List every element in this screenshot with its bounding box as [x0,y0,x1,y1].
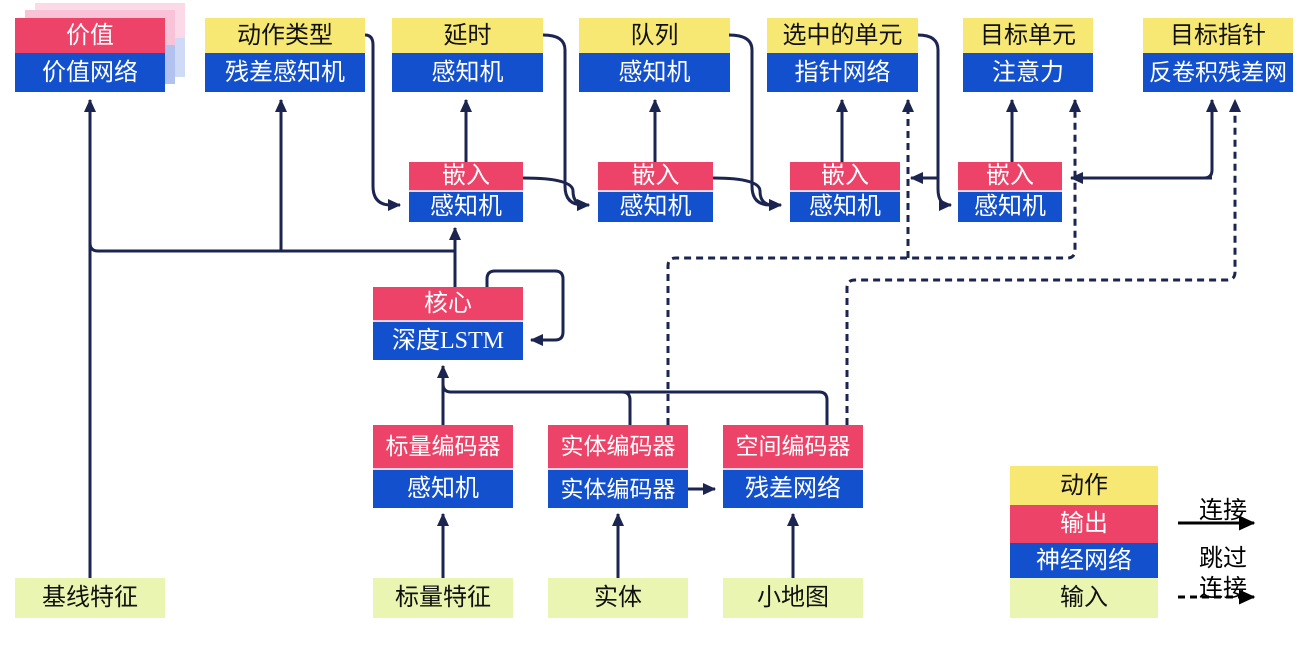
embed-3-label: 嵌入 [790,162,900,192]
scalar-features-label: 标量特征 [373,578,513,618]
legend-solid-arrow-label: 连接 [1199,498,1247,524]
target-unit-label: 目标单元 [963,18,1093,53]
entity-encoder-label: 实体编码器 [548,425,688,470]
embed-4-label: 嵌入 [958,162,1062,192]
node-entity-encoder: 实体编码器 实体编码器 [548,425,688,508]
scalar-encoder-label: 标量编码器 [373,425,513,470]
embed-3-network-label: 感知机 [790,192,900,222]
spatial-encoder-network-label: 残差网络 [723,470,863,508]
legend-dashed-arrow-label-2: 连接 [1199,576,1247,602]
node-entities: 实体 [548,578,688,618]
node-baseline-features: 基线特征 [15,578,165,618]
node-queue: 队列 感知机 [579,18,730,92]
deep-lstm-label: 深度LSTM [373,322,523,360]
embed-4-network-label: 感知机 [958,192,1062,222]
node-scalar-features: 标量特征 [373,578,513,618]
minimap-label: 小地图 [723,578,863,618]
value-output-label: 价值 [15,18,165,53]
spatial-encoder-label: 空间编码器 [723,425,863,470]
value-network-label: 价值网络 [15,53,165,92]
selected-units-label: 选中的单元 [767,18,918,53]
node-scalar-encoder: 标量编码器 感知机 [373,425,513,508]
pointer-network-label: 指针网络 [767,53,918,92]
entities-label: 实体 [548,578,688,618]
delay-label: 延时 [392,18,543,53]
core-label: 核心 [373,287,523,322]
node-spatial-encoder: 空间编码器 残差网络 [723,425,863,508]
embed-2-network-label: 感知机 [598,192,713,222]
node-action-type: 动作类型 残差感知机 [205,18,365,92]
action-type-label: 动作类型 [205,18,365,53]
scalar-encoder-network-label: 感知机 [373,470,513,508]
node-embed-3: 嵌入 感知机 [790,162,900,222]
legend-network: 神经网络 [1010,543,1158,578]
action-type-network-label: 残差感知机 [205,53,365,92]
node-embed-4: 嵌入 感知机 [958,162,1062,222]
embed-2-label: 嵌入 [598,162,713,192]
embed-1-label: 嵌入 [409,162,523,192]
legend-input: 输入 [1010,578,1158,618]
deconv-resnet-label: 反卷积残差网 [1143,53,1293,92]
node-target-point: 目标指针 反卷积残差网 [1143,18,1293,92]
node-embed-2: 嵌入 感知机 [598,162,713,222]
legend-swatches: 动作 输出 神经网络 输入 [1010,466,1158,618]
node-target-unit: 目标单元 注意力 [963,18,1093,92]
entity-encoder-network-label: 实体编码器 [548,470,688,508]
node-core: 核心 深度LSTM [373,287,523,360]
embed-1-network-label: 感知机 [409,192,523,222]
target-point-label: 目标指针 [1143,18,1293,53]
attention-label: 注意力 [963,53,1093,92]
baseline-features-label: 基线特征 [15,578,165,618]
legend-output: 输出 [1010,505,1158,543]
queue-label: 队列 [579,18,730,53]
node-minimap: 小地图 [723,578,863,618]
node-embed-1: 嵌入 感知机 [409,162,523,222]
queue-network-label: 感知机 [579,53,730,92]
legend-dashed-arrow-label-1: 跳过 [1199,546,1247,572]
node-delay: 延时 感知机 [392,18,543,92]
delay-network-label: 感知机 [392,53,543,92]
legend-action: 动作 [1010,466,1158,505]
node-value: 价值 价值网络 [15,18,165,92]
node-selected-units: 选中的单元 指针网络 [767,18,918,92]
